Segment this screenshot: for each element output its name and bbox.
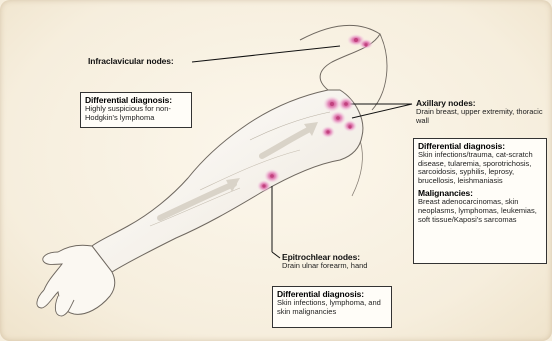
- lymph-node-core: [336, 116, 340, 120]
- infraclavicular-label: Infraclavicular nodes:: [88, 56, 174, 66]
- leader-axillary-2: [352, 104, 412, 118]
- infraclavicular-node-group: [347, 34, 373, 49]
- infraclavicular-differential-box: Differential diagnosis: Highly suspiciou…: [80, 92, 192, 128]
- lymph-node-core: [344, 102, 348, 106]
- axillary-label-group: Axillary nodes: Drain breast, upper extr…: [416, 98, 548, 125]
- box-body: Skin infections, lymphoma, and skin mali…: [277, 299, 387, 316]
- box-body: Highly suspicious for non-Hodgkin's lymp…: [85, 105, 187, 122]
- shoulder-contour: [372, 34, 387, 110]
- lymph-node-core: [354, 38, 358, 42]
- box-body: Skin infections/trauma, cat-scratch dise…: [418, 151, 542, 185]
- lymph-node-core: [330, 102, 334, 106]
- epitrochlear-differential-box: Differential diagnosis: Skin infections,…: [272, 286, 392, 328]
- epitrochlear-label-group: Epitrochlear nodes: Drain ulnar forearm,…: [282, 252, 402, 271]
- lymph-node-core: [270, 174, 274, 178]
- neck-contour: [300, 25, 380, 90]
- leader-epitrochlear-2: [272, 252, 280, 258]
- lymph-node-core: [348, 125, 351, 128]
- axillary-description: Drain breast, upper extremity, thoracic …: [416, 108, 548, 125]
- axillary-differential-box: Differential diagnosis: Skin infections/…: [413, 138, 547, 264]
- epitrochlear-description: Drain ulnar forearm, hand: [282, 262, 402, 271]
- lymph-node-core: [364, 43, 367, 46]
- lymph-node-core: [326, 130, 329, 133]
- finger-1: [37, 290, 58, 308]
- lymph-node-core: [262, 184, 265, 187]
- malignancies-body: Breast adenocarcinomas, skin neoplasms, …: [418, 198, 542, 224]
- leader-infraclavicular: [192, 46, 340, 62]
